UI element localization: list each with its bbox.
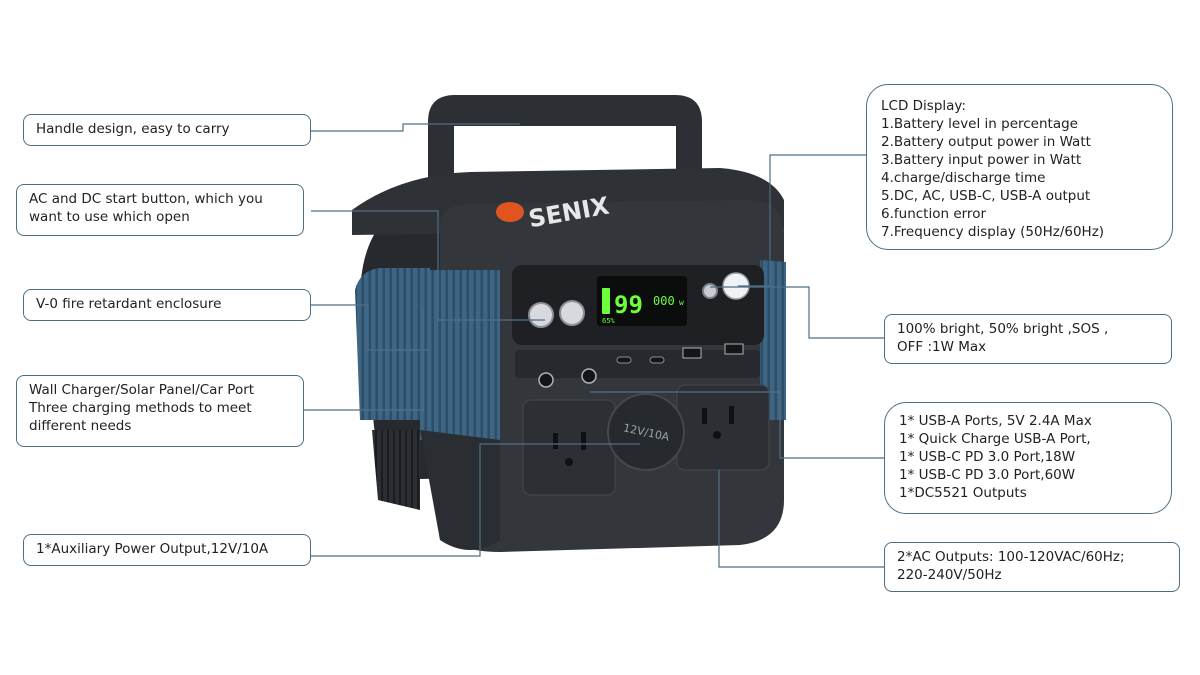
callout-text: Three charging methods to meet — [29, 400, 252, 416]
dc-start-button — [559, 300, 585, 326]
lcd-unit: w — [679, 298, 684, 307]
callout-text: V-0 fire retardant enclosure — [36, 296, 222, 312]
port-row — [515, 350, 760, 378]
ac-outlet-right-panel — [676, 384, 770, 471]
callout-text: OFF :1W Max — [897, 339, 987, 355]
callout-text: 1* USB-A Ports, 5V 2.4A Max — [899, 413, 1092, 429]
callout-text: LCD Display: — [881, 98, 966, 114]
callout-text: 100% bright, 50% bright ,SOS , — [897, 321, 1109, 337]
left-ribbed-side — [355, 268, 430, 420]
callout-text: 2.Battery output power in Watt — [881, 134, 1091, 150]
lcd-output-value: 000 — [653, 294, 675, 308]
callout-text: 1.Battery level in percentage — [881, 116, 1078, 132]
callout-light: 100% bright, 50% bright ,SOS , OFF :1W M… — [884, 314, 1172, 364]
callout-text: different needs — [29, 418, 132, 434]
usb-a-port-2 — [724, 343, 744, 355]
handle — [428, 95, 702, 205]
callout-text: AC and DC start button, which you — [29, 191, 263, 207]
callout-aux-output: 1*Auxiliary Power Output,12V/10A — [23, 534, 311, 566]
callout-text: Handle design, easy to carry — [36, 121, 230, 137]
callout-text: 3.Battery input power in Watt — [881, 152, 1082, 168]
callout-handle: Handle design, easy to carry — [23, 114, 311, 146]
side-vents — [372, 430, 420, 510]
brand-logo-mark — [496, 202, 524, 222]
callout-text: 1*Auxiliary Power Output,12V/10A — [36, 541, 269, 557]
dc5521-port-2 — [581, 368, 597, 384]
callout-text: Wall Charger/Solar Panel/Car Port — [29, 382, 255, 398]
ac-start-button — [528, 302, 554, 328]
dc5521-port-1 — [538, 372, 554, 388]
callout-text: 1*DC5521 Outputs — [899, 485, 1027, 501]
callout-text: 7.Frequency display (50Hz/60Hz) — [881, 224, 1105, 240]
callout-usb: 1* USB-A Ports, 5V 2.4A Max 1* Quick Cha… — [884, 402, 1172, 514]
callout-start-button: AC and DC start button, which you want t… — [16, 184, 304, 236]
lcd-screen — [597, 276, 687, 326]
lcd-battery-percent: 65% — [602, 317, 615, 325]
callout-text: 5.DC, AC, USB-C, USB-A output — [881, 188, 1091, 204]
lcd-battery-bar — [602, 288, 610, 314]
ac-outlet-left-panel — [522, 399, 616, 496]
callout-lcd-display: LCD Display: 1.Battery level in percenta… — [866, 84, 1173, 250]
callout-text: 1* USB-C PD 3.0 Port,18W — [899, 449, 1076, 465]
lcd-main-value: 99 — [614, 291, 643, 319]
light-button — [702, 283, 718, 299]
usb-a-port-1 — [682, 347, 702, 359]
usb-c-port-2 — [649, 356, 665, 364]
callout-text: 2*AC Outputs: 100-120VAC/60Hz; — [897, 549, 1125, 565]
led-lamp — [722, 272, 750, 300]
callout-text: want to use which open — [29, 209, 190, 225]
base — [420, 430, 500, 550]
callout-text: 1* Quick Charge USB-A Port, — [899, 431, 1091, 447]
callout-text: 4.charge/discharge time — [881, 170, 1046, 186]
callout-text: 6.function error — [881, 206, 987, 222]
callout-text: 1* USB-C PD 3.0 Port,60W — [899, 467, 1076, 483]
callout-ac-outputs: 2*AC Outputs: 100-120VAC/60Hz; 220-240V/… — [884, 542, 1180, 592]
callout-enclosure: V-0 fire retardant enclosure — [23, 289, 311, 321]
callout-charging: Wall Charger/Solar Panel/Car Port Three … — [16, 375, 304, 447]
front-left-ribs — [420, 270, 500, 440]
usb-c-port-1 — [616, 356, 632, 364]
callout-text: 220-240V/50Hz — [897, 567, 1002, 583]
